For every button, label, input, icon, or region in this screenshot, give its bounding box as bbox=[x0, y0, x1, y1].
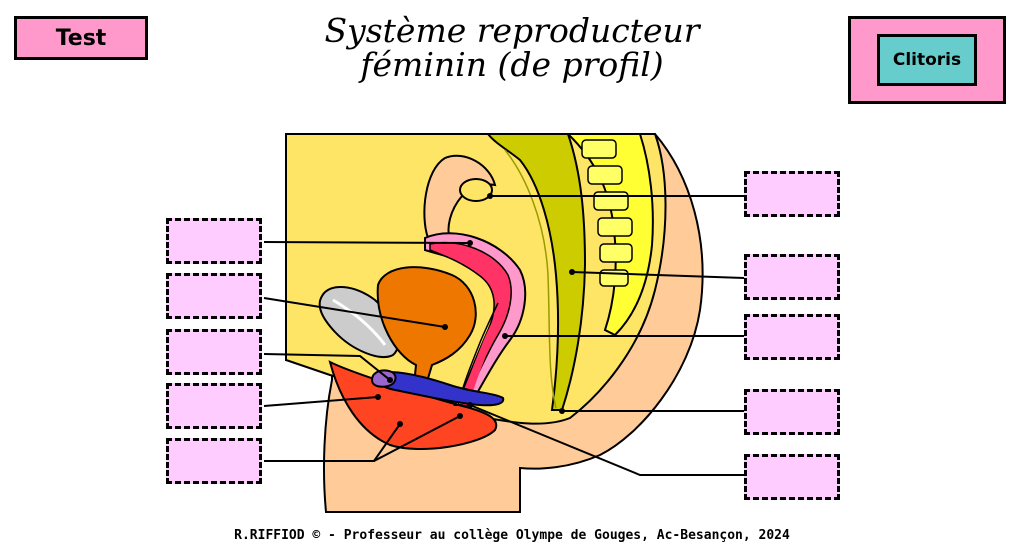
label-box-left-5[interactable] bbox=[166, 438, 262, 484]
footer-credit: R.RIFFIOD © - Professeur au collège Olym… bbox=[234, 528, 790, 543]
title-line-1: Système reproducteur bbox=[324, 11, 700, 50]
clitoris-button[interactable]: Clitoris bbox=[877, 34, 977, 86]
label-box-left-1[interactable] bbox=[166, 218, 262, 264]
label-box-right-1[interactable] bbox=[744, 171, 840, 217]
leader-lines bbox=[263, 195, 745, 476]
label-box-left-3[interactable] bbox=[166, 329, 262, 375]
vagina bbox=[461, 303, 509, 406]
clitoris-button-frame: Clitoris bbox=[848, 16, 1006, 104]
ovary bbox=[459, 178, 493, 202]
urethra bbox=[376, 371, 505, 407]
page-title: Système reproducteur féminin (de profil) bbox=[250, 14, 774, 82]
bladder bbox=[376, 266, 477, 386]
pubic-bone-highlight bbox=[332, 298, 387, 346]
label-box-left-4[interactable] bbox=[166, 383, 262, 429]
label-box-right-3[interactable] bbox=[744, 314, 840, 360]
test-button[interactable]: Test bbox=[14, 16, 148, 60]
leader-dots bbox=[375, 193, 575, 427]
label-box-right-2[interactable] bbox=[744, 254, 840, 300]
title-line-2: féminin (de profil) bbox=[360, 45, 664, 84]
label-box-right-4[interactable] bbox=[744, 389, 840, 435]
rectum bbox=[485, 133, 587, 411]
label-box-left-2[interactable] bbox=[166, 273, 262, 319]
fallopian-tube bbox=[423, 154, 497, 242]
label-box-right-5[interactable] bbox=[744, 454, 840, 500]
